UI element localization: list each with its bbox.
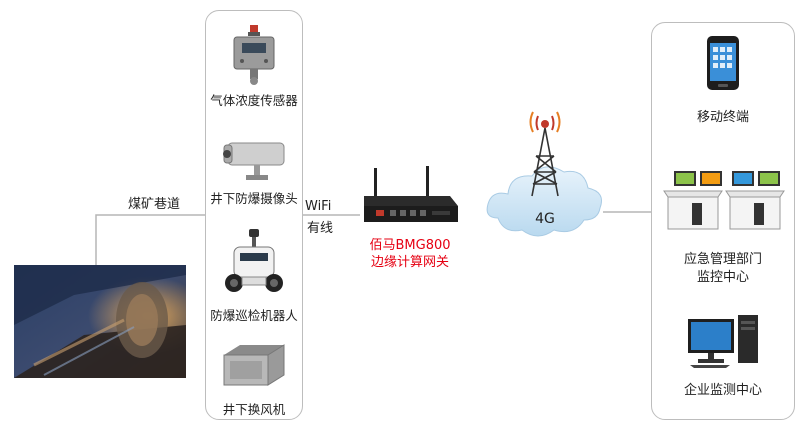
emergency-dept-label: 应急管理部门 [683, 252, 762, 267]
gateway-subtitle: 边缘计算网关 [370, 255, 449, 270]
gateway-name: 佰马BMG800 [369, 238, 451, 253]
desktop-computer-icon [686, 313, 762, 369]
wired-label: 有线 [307, 221, 334, 236]
enterprise-monitoring-label: 企业监测中心 [683, 383, 762, 398]
ventilator-label: 井下换风机 [222, 402, 286, 417]
gas-sensor-icon [228, 23, 280, 87]
gas-sensor-label: 气体浓度传感器 [210, 93, 298, 108]
field-devices-panel: 气体浓度传感器 井下防爆摄像头 防爆巡检机器人 [205, 10, 303, 420]
ventilator-icon [220, 341, 288, 391]
mine-tunnel-image [14, 265, 186, 378]
clients-panel: 移动终端 应急管理部门 监控中心 企业监测中心 [651, 22, 795, 420]
monitoring-center-label: 监控中心 [696, 270, 749, 285]
gateway-device-icon [360, 166, 460, 228]
mobile-phone-icon [706, 35, 740, 91]
cloud-4g [484, 110, 606, 250]
camera-label: 井下防爆摄像头 [210, 191, 298, 206]
robot-label: 防爆巡检机器人 [210, 308, 298, 323]
camera-icon [218, 133, 290, 185]
network-label: 4G [535, 211, 555, 227]
monitoring-center-icon [662, 169, 786, 233]
wifi-label: WiFi [305, 199, 332, 214]
mine-tunnel-label: 煤矿巷道 [128, 197, 181, 212]
robot-icon [222, 227, 286, 297]
mobile-terminal-label: 移动终端 [696, 110, 749, 125]
